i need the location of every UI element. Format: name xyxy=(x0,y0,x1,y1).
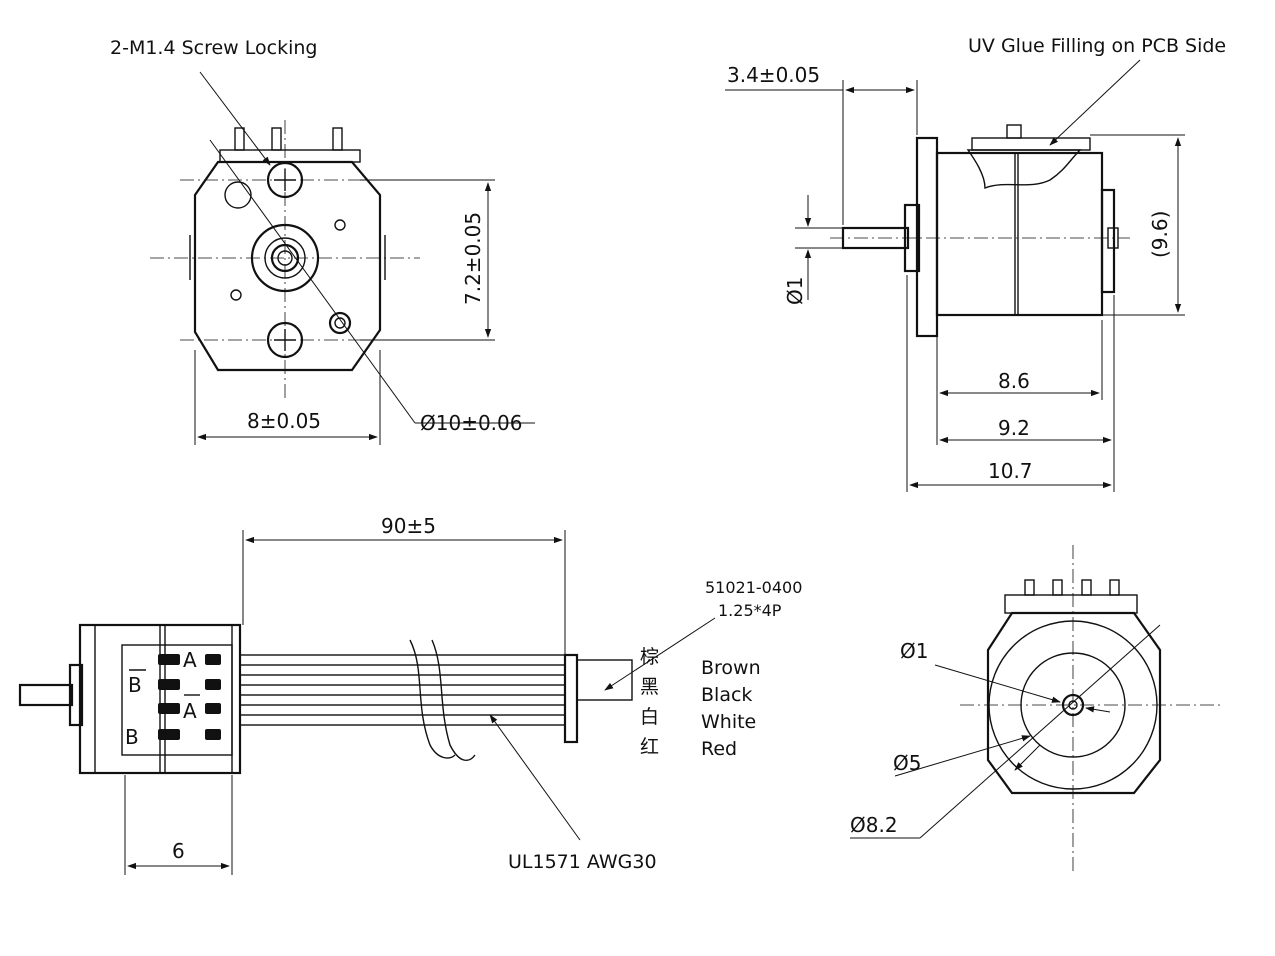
shaft-diameter-dim: Ø1 xyxy=(783,277,807,305)
len-10-7-dim: 10.7 xyxy=(988,459,1033,483)
wire-en-white: White xyxy=(701,711,756,733)
uv-glue-label: UV Glue Filling on PCB Side xyxy=(968,35,1226,57)
wire-cn-black: 黑 xyxy=(640,676,659,698)
rear-d1-dim: Ø1 xyxy=(900,639,928,663)
pin-label-1: A xyxy=(183,648,197,672)
front-height-dim: 7.2±0.05 xyxy=(461,212,485,305)
screw-top xyxy=(266,161,304,199)
screw-locking-label: 2-M1.4 Screw Locking xyxy=(110,37,317,59)
wire-color-legend: 棕 黑 白 红 Brown Black White Red xyxy=(640,646,761,760)
front-width-dim: 8±0.05 xyxy=(247,409,321,433)
wire-en-red: Red xyxy=(701,738,737,760)
pin-label-4: B xyxy=(125,725,139,749)
body-height-dim: (9.6) xyxy=(1148,211,1172,258)
pin-label-2: B xyxy=(128,673,142,697)
connector-pitch-label: 1.25*4P xyxy=(718,601,782,620)
connector-part-label: 51021-0400 xyxy=(705,578,802,597)
wire-cn-brown: 棕 xyxy=(640,646,659,668)
wire-cn-white: 白 xyxy=(640,706,659,728)
screw-bottom xyxy=(266,321,304,359)
wire-en-brown: Brown xyxy=(701,657,761,679)
len-9-2-dim: 9.2 xyxy=(998,416,1030,440)
cable-length-dim: 90±5 xyxy=(381,514,436,538)
wire-cn-red: 红 xyxy=(640,736,659,758)
cable-spec-label: UL1571 AWG30 xyxy=(508,851,657,873)
cable-view xyxy=(18,530,716,875)
wire-en-black: Black xyxy=(701,684,752,706)
len-8-6-dim: 8.6 xyxy=(998,369,1030,393)
front-view xyxy=(150,71,535,445)
front-diameter-dim: Ø10±0.06 xyxy=(420,411,522,435)
connector-offset-dim: 6 xyxy=(172,839,185,863)
shaft-extension-dim: 3.4±0.05 xyxy=(727,63,820,87)
rear-d8-2-dim: Ø8.2 xyxy=(850,813,898,837)
side-view xyxy=(725,59,1185,492)
pin-label-3: A xyxy=(183,699,197,723)
rear-d5-dim: Ø5 xyxy=(893,751,921,775)
rear-view xyxy=(850,545,1220,875)
